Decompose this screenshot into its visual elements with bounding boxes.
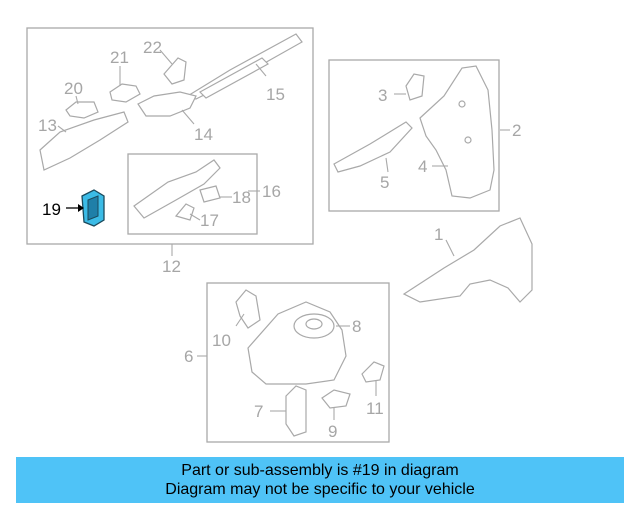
part-9[interactable] [321, 389, 351, 420]
callout-18: 18 [232, 188, 251, 207]
callout-11: 11 [366, 399, 384, 418]
callout-5: 5 [380, 173, 389, 192]
callout-20: 20 [64, 79, 83, 98]
part-19-highlighted[interactable] [66, 189, 105, 227]
callout-1: 1 [434, 225, 443, 244]
part-14[interactable] [137, 91, 197, 125]
callout-22: 22 [143, 38, 162, 57]
part-5[interactable] [333, 121, 413, 173]
group-box-6 [206, 282, 390, 443]
callout-9: 9 [328, 422, 337, 441]
callout-15: 15 [266, 85, 285, 104]
part-13[interactable] [39, 111, 129, 171]
part-20[interactable] [65, 95, 99, 119]
callout-13: 13 [38, 116, 57, 135]
part-21[interactable] [109, 66, 141, 103]
part-1-fender[interactable] [402, 217, 533, 303]
callout-19: 19 [42, 200, 61, 219]
callout-10: 10 [212, 331, 231, 350]
part-8-strut-tower[interactable] [247, 301, 350, 385]
part-11[interactable] [361, 361, 385, 396]
callout-6: 6 [184, 347, 193, 366]
group-box-16 [127, 153, 258, 235]
caption-line-1: Part or sub-assembly is #19 in diagram [181, 462, 459, 479]
part-3[interactable] [394, 73, 425, 101]
group-box-2 [328, 59, 500, 212]
part-info-banner: Part or sub-assembly is #19 in diagram D… [16, 457, 624, 503]
callout-14: 14 [194, 125, 213, 144]
part-16-rail[interactable] [133, 159, 260, 219]
callout-16: 16 [262, 182, 281, 201]
part-22[interactable] [159, 49, 187, 85]
callout-7: 7 [254, 402, 263, 421]
callout-4: 4 [418, 157, 427, 176]
part-2-apron[interactable] [419, 65, 510, 199]
part-10[interactable] [235, 289, 261, 329]
part-18[interactable] [199, 185, 232, 203]
callout-3: 3 [378, 86, 387, 105]
callout-8: 8 [352, 317, 361, 336]
caption-line-2: Diagram may not be specific to your vehi… [165, 481, 475, 498]
callout-21: 21 [110, 48, 129, 67]
group-box-12 [26, 27, 314, 245]
callout-17: 17 [200, 211, 219, 230]
callout-12: 12 [162, 257, 181, 276]
part-7[interactable] [270, 385, 307, 437]
part-15-rail[interactable] [184, 33, 303, 100]
part-17[interactable] [174, 203, 201, 221]
callout-2: 2 [512, 121, 521, 140]
